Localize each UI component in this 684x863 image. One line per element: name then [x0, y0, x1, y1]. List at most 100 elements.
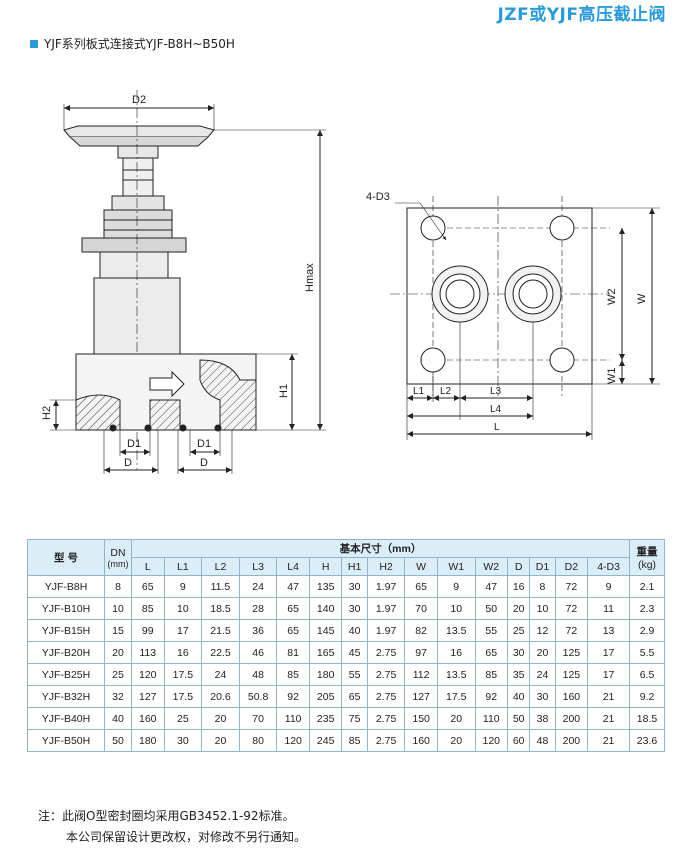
table-cell: 18.5 — [629, 707, 665, 730]
table-cell: 48 — [529, 729, 556, 752]
table-cell: 20 — [436, 707, 476, 730]
table-cell: 25 — [507, 619, 531, 642]
table-cell: 28 — [238, 597, 278, 620]
label-l2: L2 — [440, 386, 452, 397]
table-cell: 60 — [507, 729, 531, 752]
table-cell: 245 — [308, 729, 343, 752]
label-w1: W1 — [606, 368, 618, 385]
table-cell: 200 — [554, 707, 589, 730]
subheader-cell: H — [308, 557, 343, 576]
table-cell: 55 — [341, 663, 368, 686]
table-cell: 65 — [276, 619, 310, 642]
subheader-cell: W1 — [436, 557, 476, 576]
label-l3: L3 — [490, 386, 502, 397]
section-heading: YJF系列板式连接式YJF-B8H~B50H — [30, 35, 235, 52]
valve-side-view: D2 Hmax — [41, 90, 326, 474]
table-cell: 120 — [474, 729, 509, 752]
table-cell: 30 — [341, 597, 368, 620]
table-cell: 125 — [554, 641, 589, 664]
table-cell: 180 — [308, 663, 343, 686]
table-cell: 17 — [587, 663, 630, 686]
subheader-cell: W — [404, 557, 438, 576]
table-cell: 85 — [276, 663, 310, 686]
model-cell: YJF-B50H — [27, 729, 105, 752]
label-l: L — [494, 422, 500, 433]
table-cell: 2.75 — [366, 707, 406, 730]
table-cell: 65 — [341, 685, 368, 708]
table-cell: 15 — [104, 619, 132, 642]
table-cell: 145 — [308, 619, 343, 642]
table-cell: 8 — [529, 575, 556, 598]
table-cell: 9 — [587, 575, 630, 598]
table-cell: 160 — [131, 707, 165, 730]
table-cell: 13.5 — [436, 619, 476, 642]
table-cell: 110 — [474, 707, 509, 730]
table-cell: 120 — [276, 729, 310, 752]
header-weight: 重量 (kg) — [629, 539, 665, 576]
table-cell: 20 — [507, 597, 531, 620]
label-d-right: D — [200, 457, 208, 469]
table-cell: 30 — [529, 685, 556, 708]
table-cell: 135 — [308, 575, 343, 598]
table-cell: 21 — [587, 685, 630, 708]
table-cell: 21.5 — [201, 619, 240, 642]
table-cell: 50 — [474, 597, 509, 620]
table-cell: 150 — [404, 707, 438, 730]
table-cell: 46 — [238, 641, 278, 664]
table-cell: 20.6 — [201, 685, 240, 708]
table-cell: 16 — [436, 641, 476, 664]
table-cell: 25 — [163, 707, 203, 730]
table-cell: 205 — [308, 685, 343, 708]
table-cell: 65 — [131, 575, 165, 598]
table-cell: 2.75 — [366, 685, 406, 708]
table-cell: 20 — [201, 707, 240, 730]
table-cell: 160 — [554, 685, 589, 708]
table-cell: 47 — [276, 575, 310, 598]
model-cell: YJF-B20H — [27, 641, 105, 664]
table-cell: 24 — [529, 663, 556, 686]
table-cell: 17.5 — [436, 685, 476, 708]
table-cell: 24 — [201, 663, 240, 686]
table-cell: 82 — [404, 619, 438, 642]
model-cell: YJF-B15H — [27, 619, 105, 642]
label-l1: L1 — [413, 386, 425, 397]
table-cell: 40 — [104, 707, 132, 730]
table-cell: 235 — [308, 707, 343, 730]
table-cell: 85 — [131, 597, 165, 620]
table-cell: 11 — [587, 597, 630, 620]
label-d2: D2 — [132, 94, 146, 106]
table-cell: 48 — [238, 663, 278, 686]
table-cell: 2.75 — [366, 729, 406, 752]
subheader-cell: D — [507, 557, 531, 576]
note-line-2: 本公司保留设计更改权，对修改不另行通知。 — [66, 830, 307, 844]
notes: 注：此阀O型密封圈均采用GB3452.1-92标准。 本公司保留设计更改权，对修… — [38, 806, 306, 848]
subheader-cell: L2 — [201, 557, 240, 576]
table-cell: 38 — [529, 707, 556, 730]
table-cell: 21 — [587, 707, 630, 730]
label-d-left: D — [124, 457, 132, 469]
table-cell: 65 — [474, 641, 509, 664]
table-cell: 1.97 — [366, 597, 406, 620]
label-4-d3: 4-D3 — [366, 191, 390, 203]
table-cell: 120 — [131, 663, 165, 686]
note-line-1: 注：此阀O型密封圈均采用GB3452.1-92标准。 — [38, 809, 295, 823]
table-cell: 20 — [201, 729, 240, 752]
header-dn: DN (mm) — [104, 539, 132, 576]
table-cell: 110 — [276, 707, 310, 730]
table-cell: 2.3 — [629, 597, 665, 620]
label-h2: H2 — [41, 406, 53, 420]
table-cell: 70 — [238, 707, 278, 730]
table-cell: 17.5 — [163, 663, 203, 686]
table-cell: 127 — [131, 685, 165, 708]
model-cell: YJF-B25H — [27, 663, 105, 686]
table-cell: 20 — [529, 641, 556, 664]
table-cell: 72 — [554, 597, 589, 620]
header-model: 型 号 — [27, 539, 105, 576]
